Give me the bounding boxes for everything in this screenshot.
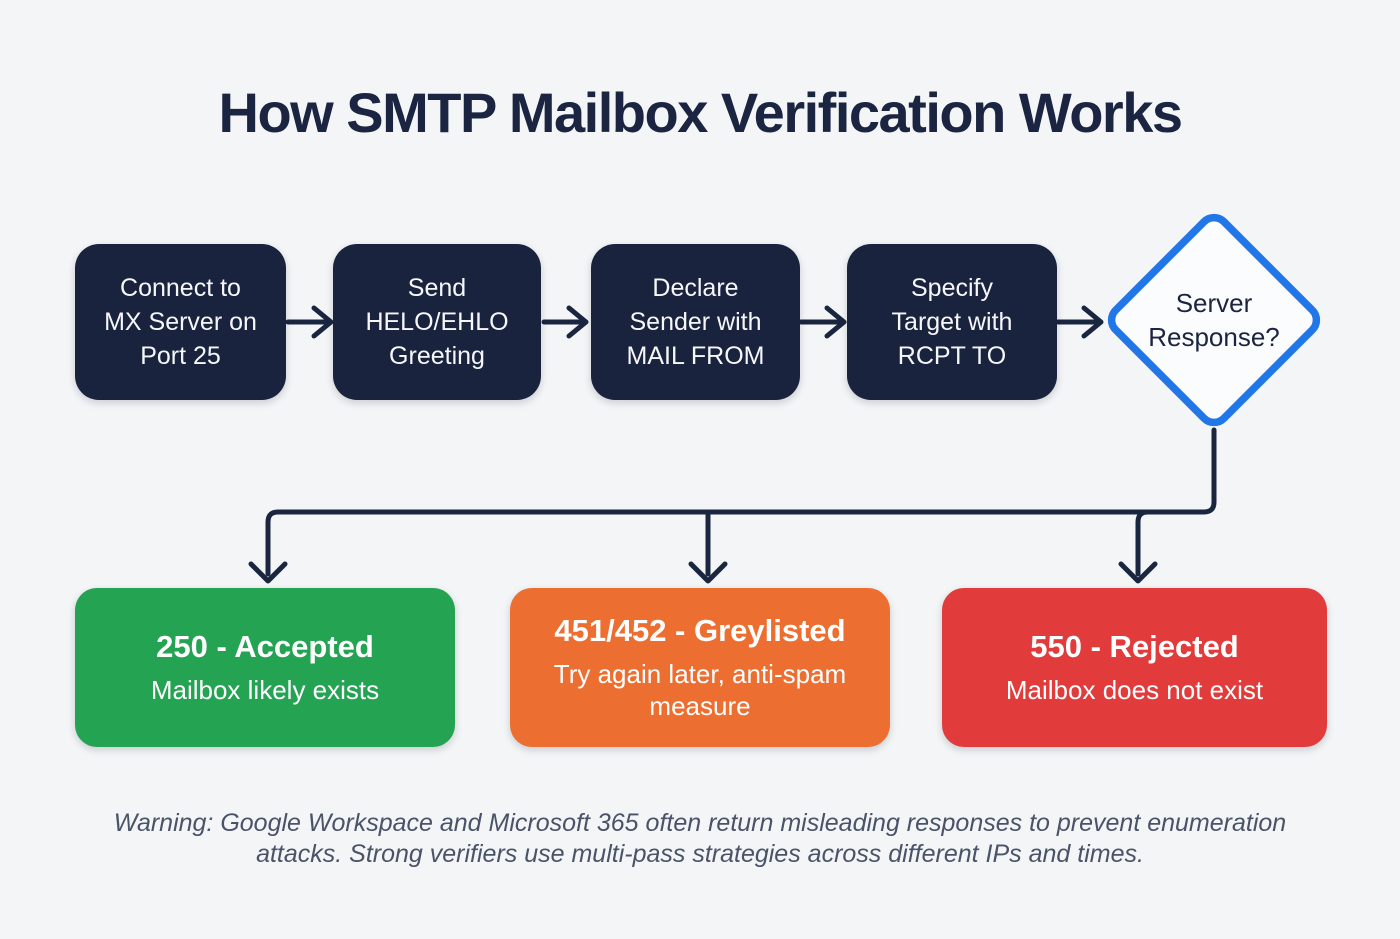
- outcome-description: Mailbox does not exist: [1005, 675, 1264, 705]
- arrow-right-icon: [798, 305, 847, 339]
- warning-note: Warning: Google Workspace and Microsoft …: [113, 809, 1287, 868]
- arrow-down-icon: [1118, 561, 1158, 584]
- step-label: Specify Target with RCPT TO: [891, 274, 1013, 370]
- outcome-rejected: 550 - Rejected Mailbox does not exist: [942, 588, 1327, 747]
- outcome-code: 250 - Accepted: [156, 629, 374, 664]
- outcome-code: 550 - Rejected: [1030, 629, 1239, 664]
- step-label: Declare Sender with MAIL FROM: [626, 274, 765, 370]
- outcome-accepted: 250 - Accepted Mailbox likely exists: [75, 588, 455, 747]
- step-connect-mx-server: Connect to MX Server on Port 25: [75, 244, 286, 400]
- branch-connector-lines: [265, 427, 1217, 577]
- page-title: How SMTP Mailbox Verification Works: [218, 81, 1183, 144]
- step-specify-target: Specify Target with RCPT TO: [847, 244, 1057, 400]
- outcome-description: Mailbox likely exists: [150, 675, 380, 705]
- decision-label: Server Response?: [1148, 288, 1280, 352]
- step-declare-sender: Declare Sender with MAIL FROM: [591, 244, 800, 400]
- arrow-down-icon: [688, 561, 728, 584]
- arrow-right-icon: [541, 305, 589, 339]
- step-label: Connect to MX Server on Port 25: [104, 274, 257, 370]
- arrow-right-icon: [285, 305, 334, 339]
- decision-server-response: Server Response?: [1124, 254, 1304, 386]
- outcome-greylisted: 451/452 - Greylisted Try again later, an…: [510, 588, 890, 747]
- arrow-right-icon: [1055, 305, 1104, 339]
- arrow-down-icon: [248, 561, 288, 584]
- decision-diamond-shape: [1107, 213, 1321, 427]
- outcome-description: Try again later, anti-spam measure: [553, 659, 847, 721]
- step-send-helo-ehlo: Send HELO/EHLO Greeting: [333, 244, 541, 400]
- step-label: Send HELO/EHLO Greeting: [365, 274, 509, 370]
- outcome-code: 451/452 - Greylisted: [554, 613, 846, 648]
